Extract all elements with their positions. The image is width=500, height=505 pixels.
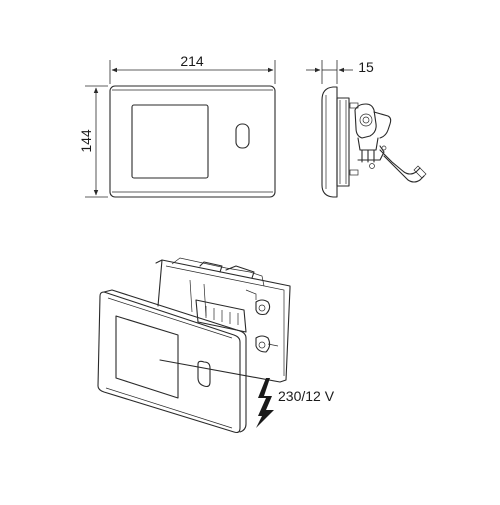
- width-dimension: 214: [109, 53, 276, 84]
- voltage-label: 230/12 V: [278, 388, 335, 404]
- sensor-window: [131, 104, 209, 179]
- mounting-frame: [336, 97, 350, 187]
- cover-plate: [97, 289, 247, 434]
- iso-sensor-eye: [197, 360, 211, 388]
- side-view: [321, 86, 427, 198]
- power-supply-indicator: 230/12 V: [256, 378, 335, 428]
- valve-connector: [357, 137, 379, 151]
- height-dimension: 144: [78, 85, 108, 198]
- valve-body: [354, 103, 377, 139]
- lightning-bolt-icon: [256, 378, 274, 428]
- iso-sensor-window: [115, 315, 179, 399]
- side-plate: [321, 86, 338, 198]
- electronics-board: [195, 299, 247, 333]
- depth-dimension: 15: [306, 59, 374, 84]
- top-clamp: [199, 261, 223, 273]
- valve-assembly: [255, 299, 271, 316]
- front-plate-outline: [109, 85, 276, 198]
- depth-label: 15: [358, 59, 374, 75]
- width-label: 214: [180, 53, 204, 69]
- sensor-eye: [235, 123, 250, 149]
- front-view: [109, 85, 276, 198]
- height-label: 144: [78, 129, 94, 153]
- isometric-assembly: 230/12 V: [97, 257, 335, 434]
- cover-plate-front: [97, 291, 241, 434]
- mounting-box: [155, 257, 291, 383]
